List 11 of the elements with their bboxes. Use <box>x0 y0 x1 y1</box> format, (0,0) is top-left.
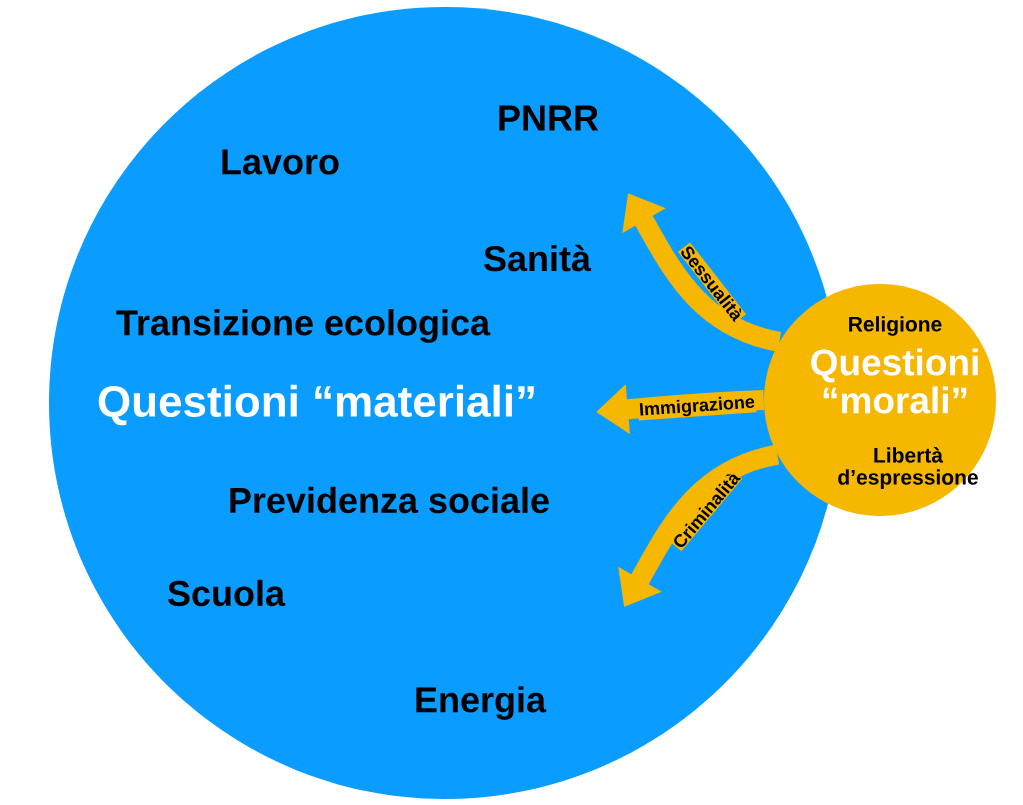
edge-label: Immigrazione <box>637 393 757 421</box>
topic-label: Transizione ecologica <box>116 309 491 343</box>
topic-label: Energia <box>416 686 547 720</box>
topic-label: Previdenza sociale <box>230 486 549 514</box>
topic-label: PNRR <box>499 105 599 131</box>
topic-label: Lavoro <box>222 149 339 175</box>
topic-label: Sanità <box>484 244 592 272</box>
circle-heading: Questioni “morali” <box>811 348 978 414</box>
topic-label: Scuola <box>168 579 286 607</box>
circle-heading: Questioni “materiali” <box>98 384 534 426</box>
topic-label: Religione <box>849 316 942 336</box>
